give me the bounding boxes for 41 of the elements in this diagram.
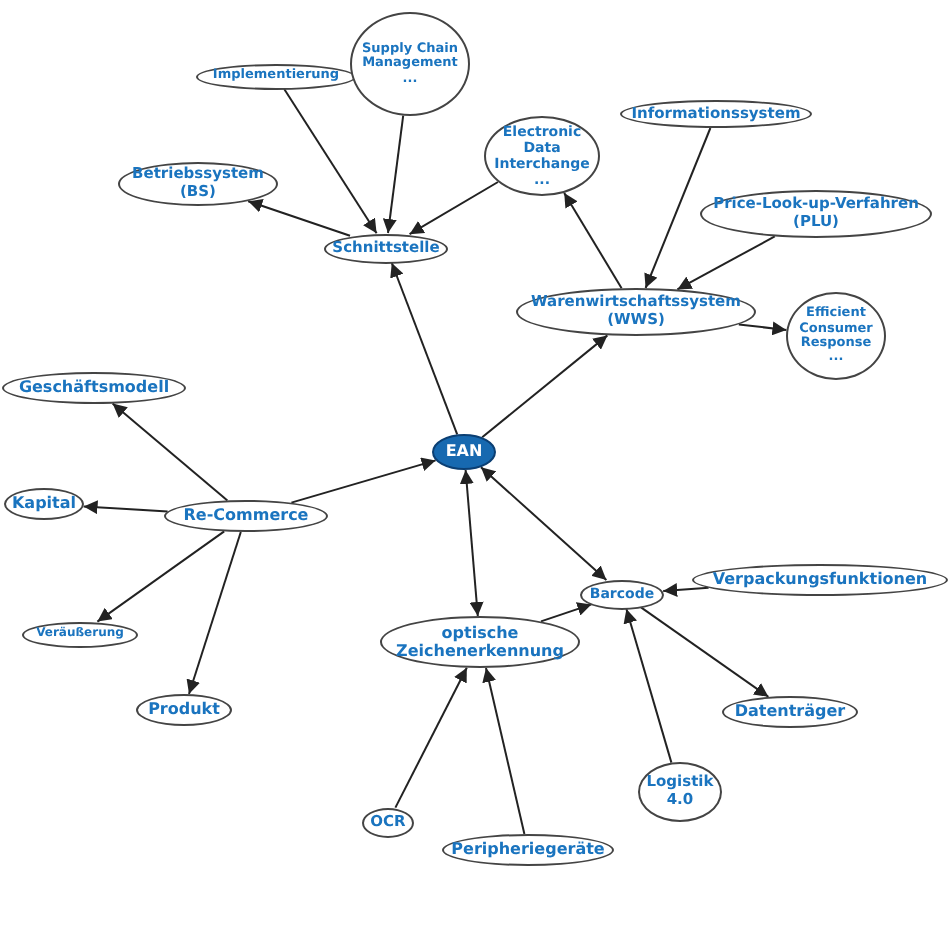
arrow xyxy=(247,199,351,237)
arrow xyxy=(186,531,242,695)
ellipse-node xyxy=(196,63,356,89)
node-label: optische Zeichenerkennung xyxy=(394,623,566,661)
ellipse-node xyxy=(692,564,948,596)
node-label: Datenträger xyxy=(734,702,846,722)
arrow xyxy=(481,334,609,439)
arrow xyxy=(111,402,229,502)
arrow xyxy=(676,235,776,291)
arrow xyxy=(644,127,712,289)
arrow xyxy=(480,466,608,581)
ellipse-node xyxy=(136,694,232,726)
arrow xyxy=(563,192,623,290)
ellipse-node xyxy=(580,579,664,609)
arrow xyxy=(382,114,405,234)
arrow xyxy=(640,606,770,698)
arrow xyxy=(662,583,710,597)
ellipse-node xyxy=(786,292,886,380)
node-label: Kapital xyxy=(11,494,77,514)
ellipse-node xyxy=(362,807,414,837)
arrow xyxy=(394,666,468,809)
ellipse-node xyxy=(22,621,138,647)
ellipse-node xyxy=(638,762,722,822)
arrow xyxy=(96,530,226,623)
node-label: Verpackungsfunktionen xyxy=(712,570,928,590)
arrow xyxy=(408,181,499,236)
arrow xyxy=(737,321,788,336)
arrow xyxy=(623,608,673,764)
arrow xyxy=(82,500,169,515)
arrow xyxy=(283,88,378,235)
node-label: Geschäftsmodell xyxy=(18,378,170,398)
arrow xyxy=(540,602,593,623)
arrow xyxy=(390,262,459,436)
node-label: EAN xyxy=(445,442,483,462)
arrow xyxy=(482,667,526,835)
arrow xyxy=(459,469,484,617)
ellipse-node xyxy=(432,434,496,470)
node-label: Peripheriegeräte xyxy=(451,840,605,860)
ellipse-node xyxy=(4,488,84,520)
node-label: Produkt xyxy=(148,700,220,720)
node-label: Re-Commerce xyxy=(183,506,309,526)
